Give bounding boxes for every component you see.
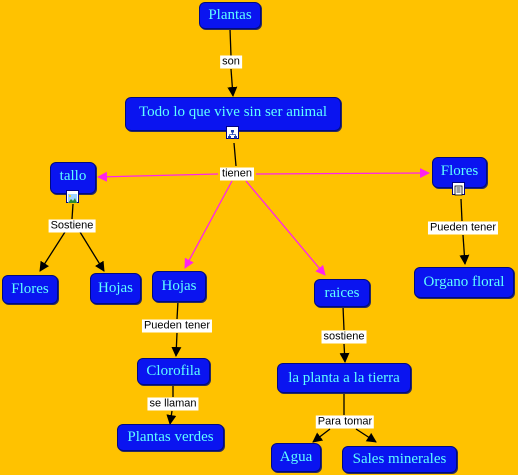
node-flores-left[interactable]: Flores xyxy=(2,275,58,304)
link-flores-pueden xyxy=(460,198,463,222)
node-organo-floral[interactable]: Organo floral xyxy=(414,267,514,298)
link-label-para-tomar: Para tomar xyxy=(315,415,375,429)
image-icon[interactable] xyxy=(66,190,79,203)
node-raices[interactable]: raices xyxy=(314,279,370,307)
node-clorofila[interactable]: Clorofila xyxy=(137,358,210,385)
link-pueden-clorofila xyxy=(171,332,182,357)
document-icon-glyph xyxy=(454,185,463,196)
node-sales-minerales[interactable]: Sales minerales xyxy=(342,446,457,473)
link-sostiene-planta xyxy=(339,343,350,363)
node-flores-right[interactable]: Flores xyxy=(432,157,487,188)
link-label-sostiene-tallo: Sostiene xyxy=(48,219,96,233)
node-plantas[interactable]: Plantas xyxy=(199,2,261,29)
link-tallo-sostiene xyxy=(71,203,74,220)
link-hojas-pueden xyxy=(176,300,179,320)
link-label-son: son xyxy=(220,55,242,69)
link-sostiene-hojas xyxy=(79,231,105,272)
node-la-planta-a-la-tierra[interactable]: la planta a la tierra xyxy=(277,363,411,393)
node-plantas-verdes[interactable]: Plantas verdes xyxy=(117,424,224,451)
concept-map-icon[interactable] xyxy=(226,126,239,139)
link-tienen-raices xyxy=(245,180,326,276)
node-hojas-mid[interactable]: Hojas xyxy=(152,271,206,302)
link-sellaman-verdes xyxy=(166,410,177,425)
link-raices-sostiene xyxy=(342,305,345,331)
link-plantas-son xyxy=(229,28,232,57)
node-tallo[interactable]: tallo xyxy=(50,162,96,194)
node-hojas-stem[interactable]: Hojas xyxy=(90,273,141,304)
node-todo-lo-que-vive[interactable]: Todo lo que vive sin ser animal xyxy=(125,97,341,131)
link-paratomar-agua xyxy=(312,428,331,443)
image-icon-glyph xyxy=(68,194,77,203)
link-label-tienen: tienen xyxy=(220,167,254,181)
link-todo-tienen xyxy=(233,142,237,167)
link-tienen-flores xyxy=(255,168,430,179)
link-label-se-llaman: se llaman xyxy=(147,397,199,411)
node-agua[interactable]: Agua xyxy=(271,443,321,472)
concept-map-icon-glyph xyxy=(228,130,237,139)
link-tienen-tallo xyxy=(97,171,219,182)
link-son-todo xyxy=(227,68,238,97)
link-pueden-organo xyxy=(459,234,470,265)
link-label-pueden-tener-hojas: Pueden tener xyxy=(141,319,213,333)
link-tienen-hojas xyxy=(184,180,233,269)
link-label-sostiene-raices: sostiene xyxy=(321,330,367,344)
link-sostiene-flores xyxy=(39,231,66,272)
document-icon[interactable] xyxy=(452,182,465,196)
link-paratomar-sales xyxy=(355,428,377,443)
link-label-pueden-tener-flores: Pueden tener xyxy=(427,221,499,235)
